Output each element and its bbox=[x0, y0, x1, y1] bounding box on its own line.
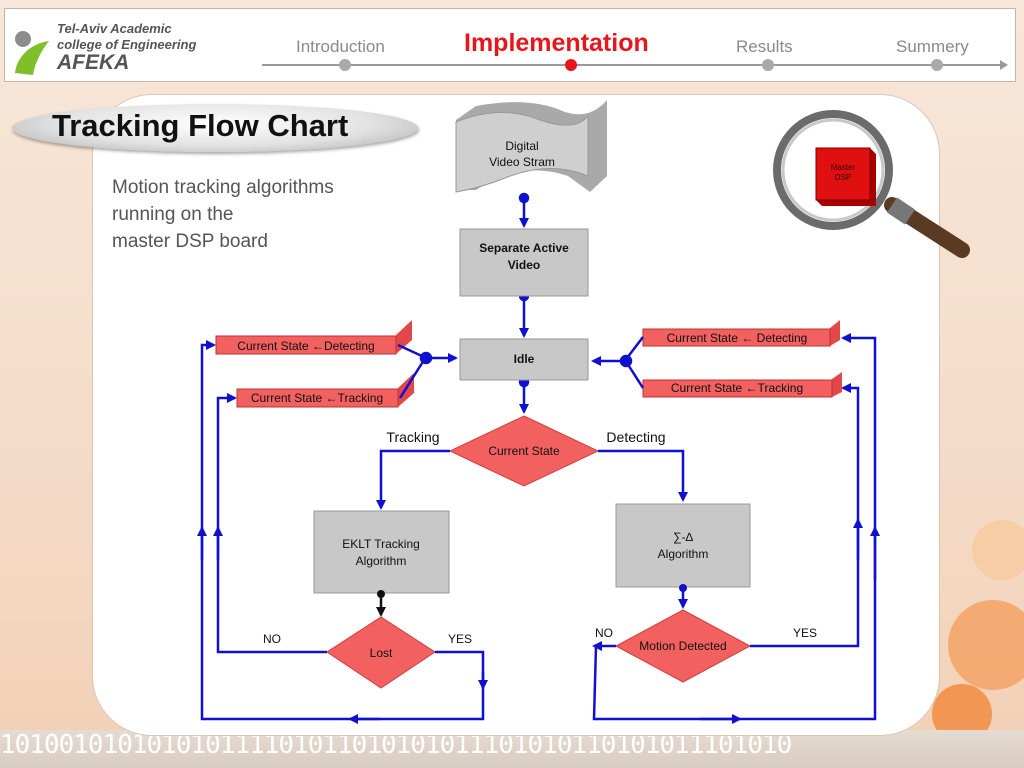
subtitle-line: running on the bbox=[112, 204, 234, 225]
chip-label-line1: Master bbox=[831, 163, 856, 172]
lost-no-label: NO bbox=[263, 632, 281, 646]
separate-active-video-box bbox=[459, 228, 589, 297]
afeka-logo: Tel-Aviv Academic college of Engineering… bbox=[11, 17, 211, 79]
right-detecting-label: Current State ← Detecting bbox=[667, 331, 808, 345]
subtitle-line: Motion tracking algorithms bbox=[112, 177, 334, 198]
left-detecting-label: Current State ←Detecting bbox=[237, 339, 374, 353]
nav-dot-implementation[interactable] bbox=[565, 59, 577, 71]
video-source-node: Digital Video Stram bbox=[455, 100, 607, 193]
lost-label: Lost bbox=[370, 646, 393, 660]
nav-dot-introduction[interactable] bbox=[339, 59, 351, 71]
motion-detected-label: Motion Detected bbox=[639, 639, 726, 653]
nav-summery[interactable]: Summery bbox=[896, 37, 969, 56]
video-source-line1: Digital bbox=[505, 139, 538, 153]
connector bbox=[592, 333, 880, 724]
right-detecting-state-box bbox=[642, 320, 840, 347]
afeka-leaf-icon bbox=[15, 31, 49, 75]
nav-results[interactable]: Results bbox=[736, 37, 793, 56]
idle-label: Idle bbox=[514, 352, 535, 366]
motion-no-label: NO bbox=[595, 626, 613, 640]
logo-line-1: Tel-Aviv Academic bbox=[57, 21, 172, 36]
eklt-line2: Algorithm bbox=[356, 554, 407, 568]
title-pill bbox=[12, 104, 418, 152]
eklt-line1: EKLT Tracking bbox=[342, 537, 420, 551]
sigma-line1: ∑-∆ bbox=[673, 530, 694, 544]
decor-circle bbox=[948, 600, 1024, 690]
motion-detected-diamond bbox=[614, 609, 752, 683]
nav-implementation[interactable]: Implementation bbox=[464, 29, 649, 57]
slide-subtitle: Motion tracking algorithms running on th… bbox=[112, 174, 334, 255]
idle-box bbox=[459, 338, 589, 381]
connector bbox=[197, 340, 488, 724]
connector bbox=[397, 343, 458, 399]
motion-yes-label: YES bbox=[793, 626, 817, 640]
sigma-line2: Algorithm bbox=[658, 547, 709, 561]
right-tracking-label: Current State ←Tracking bbox=[671, 381, 803, 395]
nav-dot-results[interactable] bbox=[762, 59, 774, 71]
separate-line2: Video bbox=[508, 258, 540, 272]
lost-yes-label: YES bbox=[448, 632, 472, 646]
separate-line1: Separate Active bbox=[479, 241, 569, 255]
current-state-diamond bbox=[448, 415, 600, 487]
subtitle-line: master DSP board bbox=[112, 231, 268, 252]
decor-circle bbox=[972, 520, 1024, 580]
current-state-label: Current State bbox=[488, 444, 560, 458]
left-tracking-label: Current State ←Tracking bbox=[251, 391, 383, 405]
connector bbox=[376, 449, 688, 510]
lost-diamond bbox=[326, 616, 436, 689]
detecting-branch-label: Detecting bbox=[606, 429, 665, 445]
video-source-line2: Video Stram bbox=[489, 155, 555, 169]
magnifier-icon: Master DSP bbox=[773, 110, 970, 258]
sigma-delta-algorithm-box bbox=[615, 503, 751, 588]
logo-line-3: AFEKA bbox=[57, 51, 130, 74]
eklt-algorithm-box bbox=[313, 510, 450, 594]
logo-line-2: college of Engineering bbox=[57, 37, 197, 52]
header-bar: Tel-Aviv Academic college of Engineering… bbox=[4, 8, 1016, 82]
nav-dot-summery[interactable] bbox=[931, 59, 943, 71]
right-tracking-state-box bbox=[642, 372, 842, 398]
nav-introduction[interactable]: Introduction bbox=[296, 37, 385, 56]
chip-label-line2: DSP bbox=[835, 173, 851, 182]
nav-progress-track bbox=[262, 64, 1000, 66]
tracking-branch-label: Tracking bbox=[386, 429, 439, 445]
slide-title: Tracking Flow Chart bbox=[52, 108, 349, 143]
master-dsp-chip-icon bbox=[815, 147, 876, 206]
connector bbox=[591, 336, 645, 389]
